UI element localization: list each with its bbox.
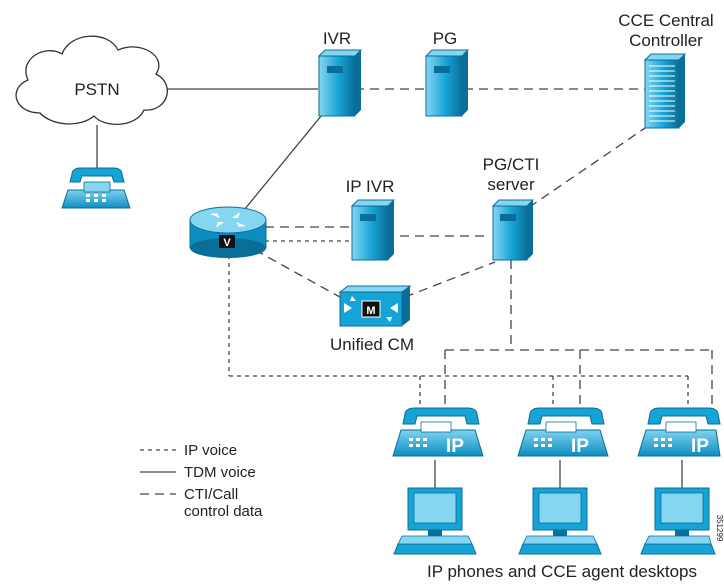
phone-ip-badge: IP	[691, 436, 709, 457]
server-icon	[350, 199, 396, 261]
pstn-label: PSTN	[74, 80, 119, 99]
cm-badge: M	[366, 305, 375, 317]
legend: IP voice TDM voice CTI/Call control data	[140, 442, 263, 520]
desktop-icon	[393, 487, 477, 555]
phone-icon: IP	[517, 407, 609, 457]
unified-cm: M Unified CM	[330, 285, 414, 354]
pstn-phone	[61, 167, 131, 209]
agent-phone-1: IP	[392, 407, 484, 457]
ip-ivr-label: IP IVR	[346, 177, 395, 196]
agents-caption: IP phones and CCE agent desktops	[427, 562, 697, 581]
pg-cti-server: PG/CTI server	[483, 155, 540, 261]
router-badge: V	[223, 237, 231, 249]
agent-phone-2: IP	[517, 407, 609, 457]
cti-line-cm-pgcti	[404, 261, 496, 298]
agent-phone-3: IP	[637, 407, 721, 457]
agent-desktop-1	[393, 487, 477, 555]
unified-cm-label: Unified CM	[330, 335, 414, 354]
phone-icon: IP	[392, 407, 484, 457]
legend-ip-voice-label: IP voice	[184, 442, 237, 459]
desktop-icon	[518, 487, 602, 555]
pg-cti-label-1: PG/CTI	[483, 155, 540, 174]
cce-central-controller: CCE Central Controller	[618, 11, 714, 129]
ip-ivr-server: IP IVR	[346, 177, 396, 261]
phone-ip-badge: IP	[446, 436, 464, 457]
legend-tdm-voice-label: TDM voice	[184, 464, 256, 481]
phone-icon	[61, 167, 131, 209]
legend-cti-label-2: control data	[184, 503, 263, 520]
pg-cti-label-2: server	[487, 175, 535, 194]
agent-desktop-2	[518, 487, 602, 555]
pg-label: PG	[433, 29, 458, 48]
agent-desktop-3	[640, 487, 716, 555]
cce-central-label-2: Controller	[629, 31, 703, 50]
server-icon	[491, 199, 535, 261]
cti-line-cce-pgcti	[524, 125, 649, 211]
figure-id: 351299	[715, 515, 724, 542]
tdm-line-ivr-router	[239, 109, 327, 216]
call-manager-icon: M	[338, 285, 412, 327]
desktop-icon	[640, 487, 716, 555]
router-icon: V	[189, 206, 267, 258]
cloud-icon	[15, 35, 168, 126]
server-icon	[317, 49, 363, 117]
server-icon	[424, 49, 470, 117]
cti-line-router-cm	[254, 249, 341, 298]
pg-server: PG	[424, 29, 470, 117]
pstn-cloud: PSTN	[15, 35, 168, 126]
ivr-label: IVR	[323, 29, 351, 48]
voice-gateway-router: V	[189, 206, 267, 258]
server-icon	[643, 53, 687, 129]
cce-central-label-1: CCE Central	[618, 11, 713, 30]
ivr-server: IVR	[317, 29, 363, 117]
phone-ip-badge: IP	[571, 436, 589, 457]
legend-cti-label-1: CTI/Call	[184, 486, 238, 503]
connections	[96, 88, 713, 490]
phone-icon: IP	[637, 407, 721, 457]
